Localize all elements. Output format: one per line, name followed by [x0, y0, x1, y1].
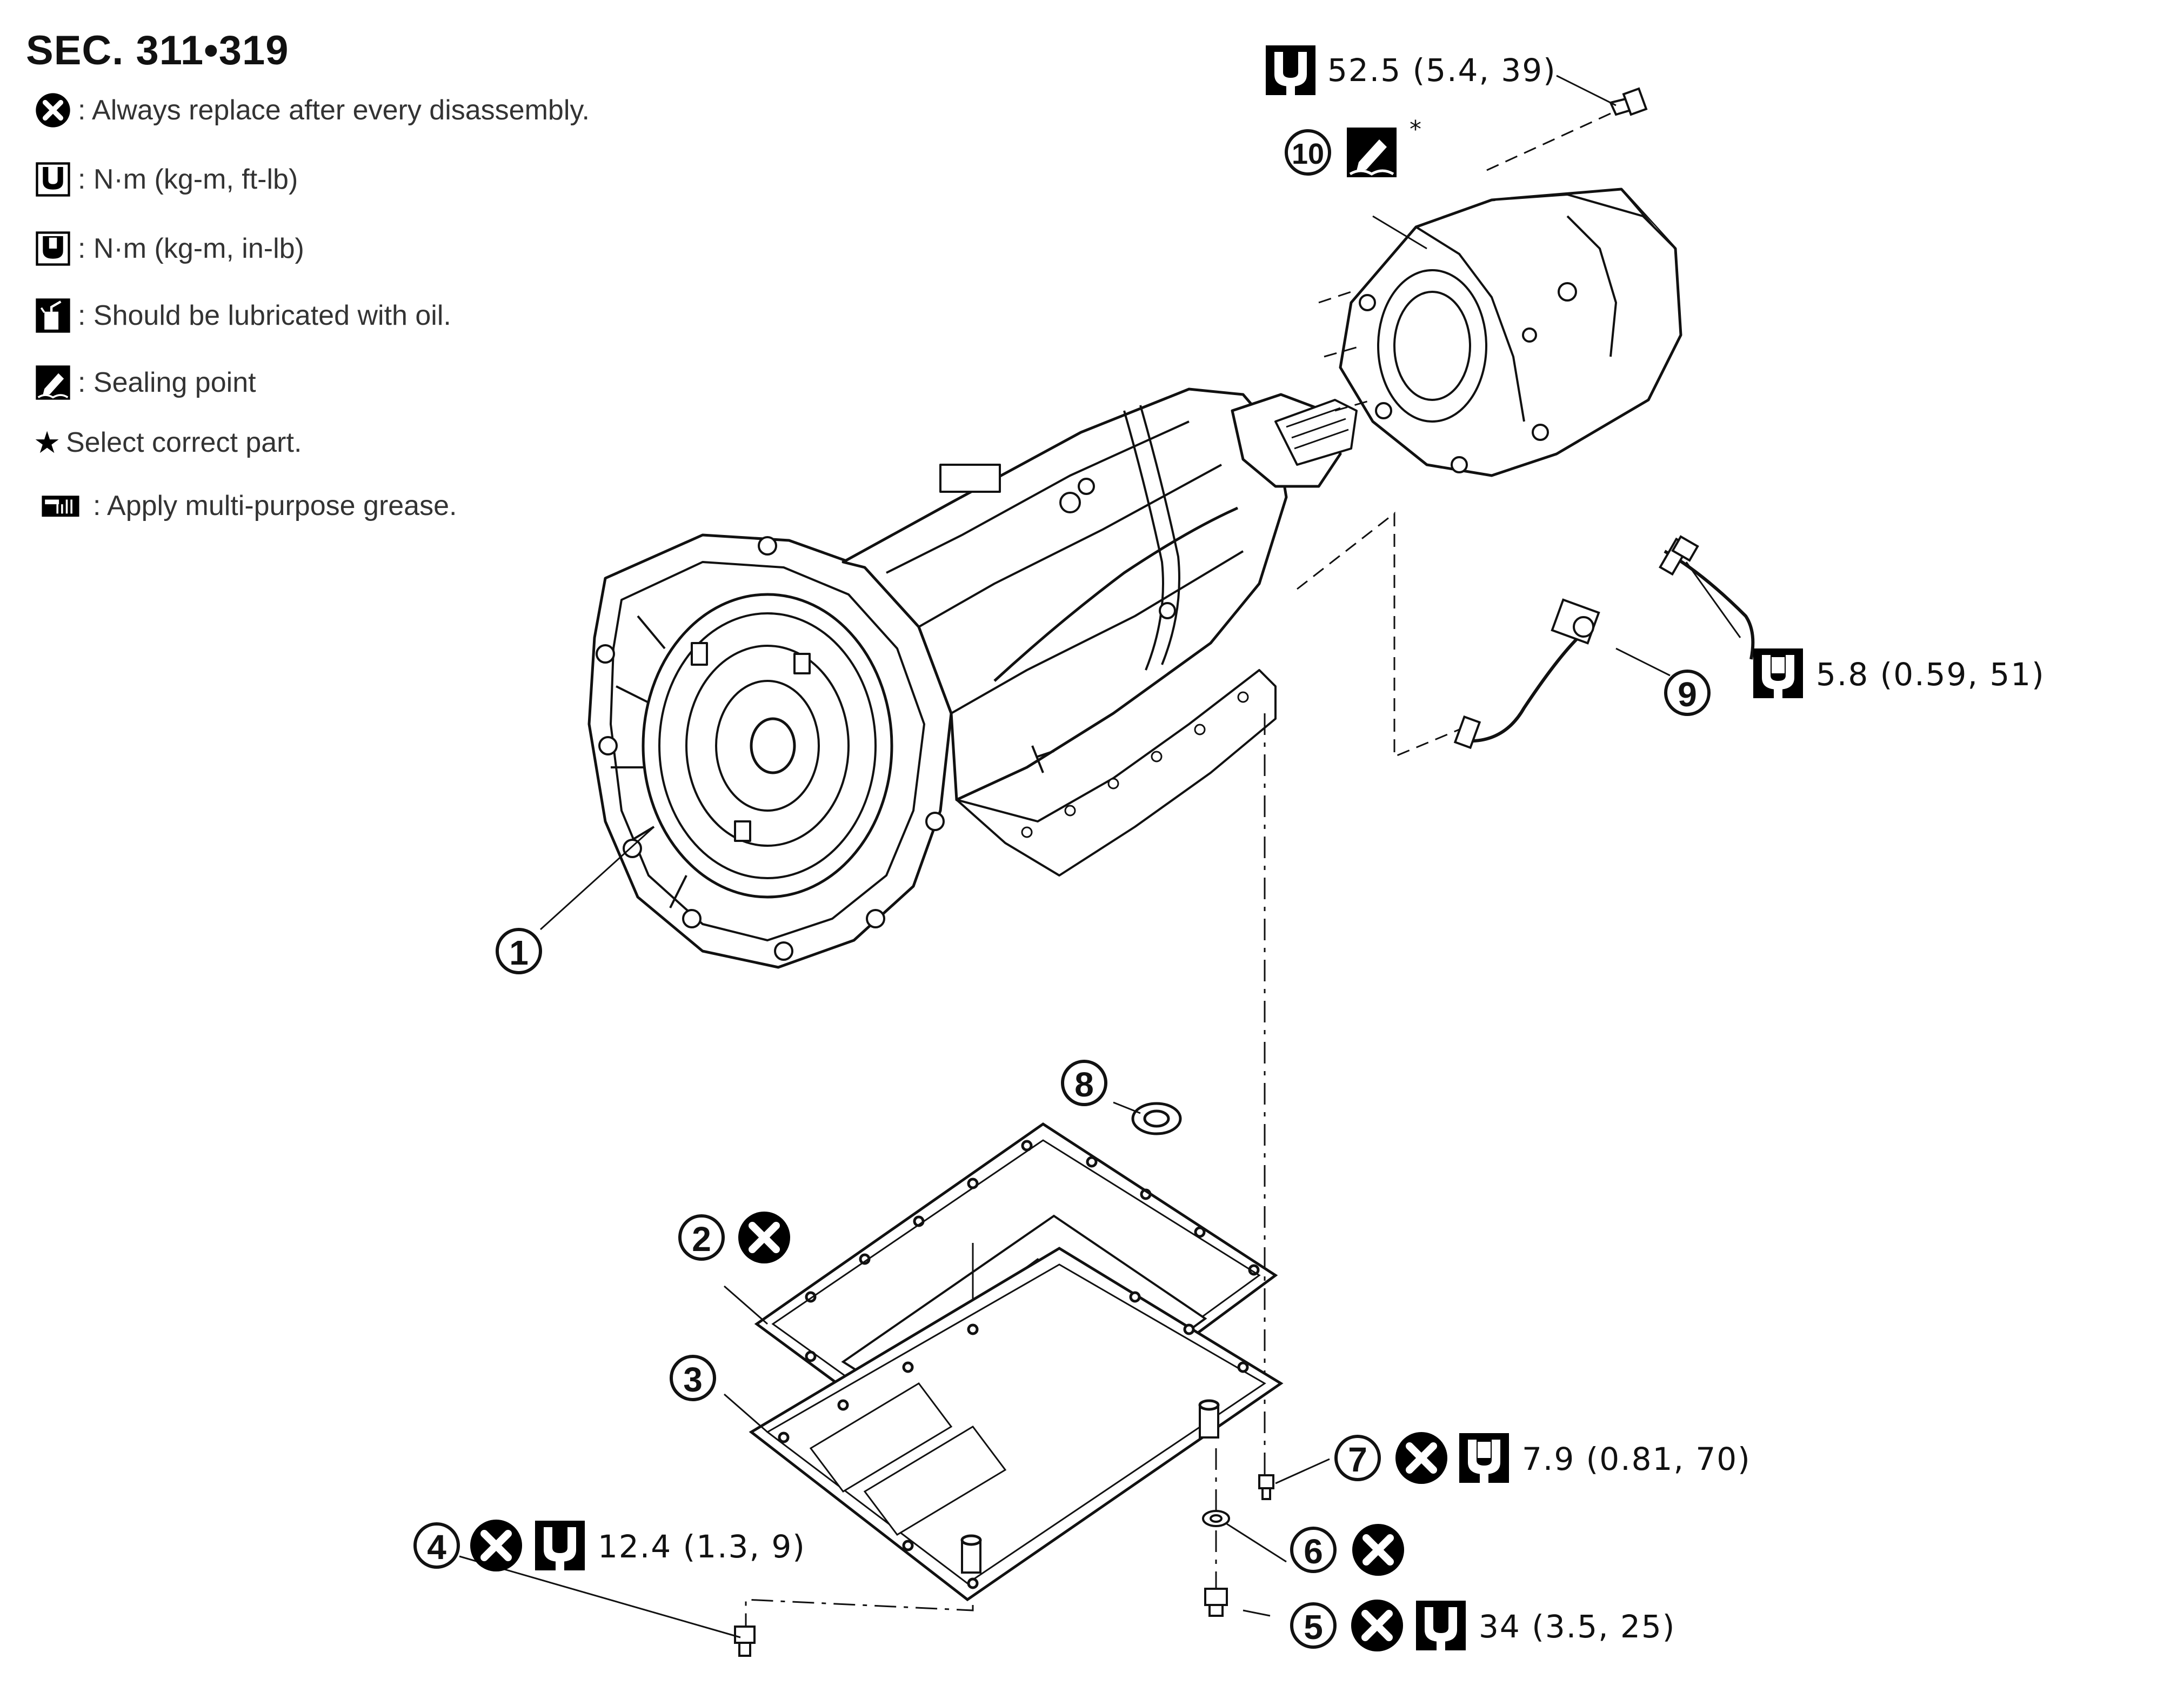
torque-spec-part10: 52.5 (5.4, 39) [1327, 52, 1557, 89]
legend-text: : Sealing point [78, 367, 256, 398]
transmission-assembly [587, 387, 1358, 969]
callout-5-number: 5 [1304, 1608, 1323, 1647]
legend-item-torque-inlb: : N·m (kg-m, in-lb) [34, 229, 304, 268]
replace-x-icon [738, 1212, 790, 1263]
legend-text: : Should be lubricated with oil. [78, 300, 451, 331]
torque-ftlb-icon [1416, 1601, 1466, 1650]
drain-washer [1202, 1510, 1230, 1527]
callout-3-number: 3 [683, 1360, 703, 1399]
callout-9-number: 9 [1678, 675, 1697, 714]
bolt-dash-line-10 [1480, 112, 1611, 174]
leader-52 [1556, 75, 1617, 106]
legend-text: : Apply multi-purpose grease. [93, 490, 457, 521]
drain-plug [1204, 1588, 1228, 1617]
drain-dash-line-4 [745, 1598, 974, 1632]
callout-3: 3 [670, 1355, 716, 1401]
sealing-point-icon [1347, 128, 1397, 177]
pan-bolt [734, 1626, 756, 1657]
callout-10-number: 10 [1292, 138, 1324, 170]
torque-spec-part5: 34 (3.5, 25) [1479, 1608, 1675, 1645]
leader-9 [1615, 647, 1671, 677]
torque-inlb-icon [1753, 648, 1803, 698]
callout-6: 6 [1290, 1527, 1337, 1573]
callout-1-number: 1 [509, 933, 529, 972]
part-callouts: 1 2 3 4 5 6 7 8 9 10 [413, 129, 1711, 1649]
grease-gun-icon [42, 496, 79, 517]
extension-housing-bolt [1609, 87, 1648, 116]
star-icon: ★ [34, 425, 61, 459]
gasket-bolt [1258, 1474, 1274, 1500]
leader-lines [459, 215, 1427, 1638]
callout-2: 2 [678, 1214, 725, 1261]
callout-1: 1 [496, 928, 542, 974]
legend-text: : N·m (kg-m, in-lb) [78, 233, 304, 264]
legend-item-replace: : Always replace after every disassembly… [34, 91, 590, 130]
callout-9: 9 [1664, 670, 1711, 716]
section-title: SEC. 311•319 [26, 28, 289, 73]
legend-item-oil: : Should be lubricated with oil. [34, 296, 451, 335]
legend-item-grease: : Apply multi-purpose grease. [34, 486, 457, 525]
replace-x-icon [1395, 1432, 1447, 1484]
torque-inlb-icon [1459, 1433, 1509, 1483]
callout-7-number: 7 [1348, 1440, 1367, 1479]
oil-pan [749, 1247, 1284, 1602]
torque-inlb-icon [36, 231, 70, 266]
callout-4: 4 [413, 1522, 460, 1569]
star-mark: * [1410, 116, 1422, 143]
callout-8: 8 [1061, 1060, 1107, 1106]
legend-text: : Always replace after every disassembly… [78, 95, 590, 126]
callout-5: 5 [1290, 1602, 1337, 1649]
o-ring-seal [1131, 1102, 1182, 1135]
legend-text: Select correct part. [66, 427, 302, 458]
sealing-point-icon [36, 365, 70, 400]
torque-ftlb-icon [535, 1521, 585, 1570]
callout-10: 10 [1285, 129, 1331, 176]
torque-spec-part9: 5.8 (0.59, 51) [1816, 656, 2045, 693]
torque-spec-part7: 7.9 (0.81, 70) [1522, 1441, 1751, 1477]
rear-extension-housing [1339, 188, 1682, 477]
extension-mating-lines [1318, 291, 1373, 412]
legend-item-select-part: ★ Select correct part. [34, 425, 302, 460]
torque-spec-part4: 12.4 (1.3, 9) [598, 1528, 806, 1565]
torque-ftlb-icon [36, 162, 70, 197]
replace-x-icon [470, 1520, 522, 1571]
legend-text: : N·m (kg-m, ft-lb) [78, 164, 298, 195]
replace-x-icon [36, 93, 70, 128]
callout-4-number: 4 [427, 1528, 446, 1567]
oil-can-icon [36, 298, 70, 333]
leader-9-torque [1685, 561, 1741, 638]
callout-8-number: 8 [1074, 1065, 1094, 1104]
callout-7: 7 [1334, 1435, 1381, 1481]
sensor-assembly [1453, 535, 1755, 750]
sensor-dash-line [1297, 511, 1460, 758]
replace-x-icon [1351, 1600, 1403, 1651]
replace-x-icon [1352, 1524, 1404, 1576]
callout-6-number: 6 [1304, 1532, 1323, 1571]
spec-labels: 52.5 (5.4, 39) * 5.8 (0.59, 51) 7.9 (0.8… [598, 52, 2045, 1645]
callout-2-number: 2 [692, 1220, 711, 1259]
legend-item-sealing: : Sealing point [34, 363, 256, 402]
legend-item-torque-ftlb: : N·m (kg-m, ft-lb) [34, 160, 298, 199]
torque-ftlb-icon [1266, 45, 1315, 95]
